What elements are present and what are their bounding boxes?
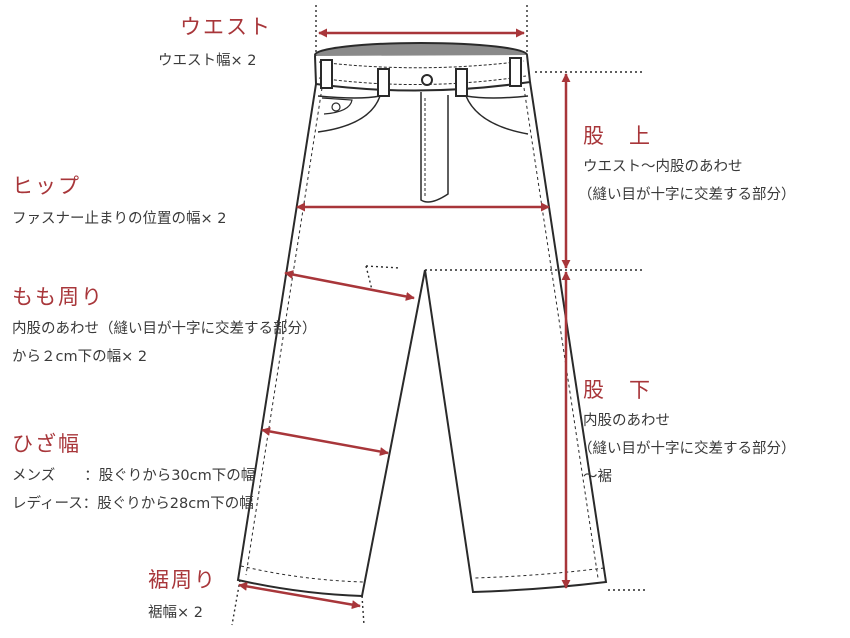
jeans-outline — [236, 42, 608, 598]
inseam-title: 股 下 — [583, 378, 652, 402]
knee-title: ひざ幅 — [12, 432, 81, 456]
knee-desc-ladies: レディース：股ぐりから28cm下の幅 — [12, 496, 254, 512]
left-pocket — [317, 95, 382, 133]
thigh-desc-2: から２cm下の幅× 2 — [12, 349, 148, 365]
inseam-desc-1: 内股のあわせ — [583, 413, 670, 429]
belt-loop — [320, 59, 333, 89]
rise-desc-2: （縫い目が十字に交差する部分） — [578, 187, 796, 203]
knee-arrow — [261, 427, 389, 456]
fly-stitch — [420, 92, 449, 203]
belt-loop — [509, 57, 522, 87]
thigh-title: もも周り — [12, 285, 104, 309]
rise-title: 股 上 — [583, 124, 652, 148]
belt-loop — [455, 68, 468, 97]
inseam-desc-3: ～裾 — [583, 469, 612, 485]
hip-title: ヒップ — [12, 174, 81, 198]
left-leg-outline — [236, 83, 426, 598]
waistband — [314, 54, 532, 92]
hem-arrow — [238, 581, 361, 610]
hem-title: 裾周り — [148, 568, 217, 592]
right-pocket — [464, 95, 529, 135]
thigh-desc-1: 内股のあわせ（縫い目が十字に交差する部分） — [12, 321, 317, 337]
waist-button — [421, 74, 433, 86]
guide-lines — [231, 5, 645, 626]
knee-desc-mens: メンズ ：股ぐりから30cm下の幅 — [12, 468, 256, 484]
measurement-arrows — [238, 28, 571, 610]
inseam-desc-2: （縫い目が十字に交差する部分） — [578, 441, 796, 457]
rise-desc-1: ウエスト～内股のあわせ — [583, 159, 743, 175]
waist-title: ウエスト — [180, 15, 272, 39]
right-leg-outline — [424, 81, 608, 594]
waist-desc: ウエスト幅× 2 — [158, 53, 257, 69]
belt-loop — [377, 68, 390, 97]
coin-pocket — [321, 97, 353, 115]
thigh-arrow — [284, 270, 415, 301]
hip-desc: ファスナー止まりの位置の幅× 2 — [12, 211, 227, 227]
hem-desc: 裾幅× 2 — [148, 605, 203, 621]
